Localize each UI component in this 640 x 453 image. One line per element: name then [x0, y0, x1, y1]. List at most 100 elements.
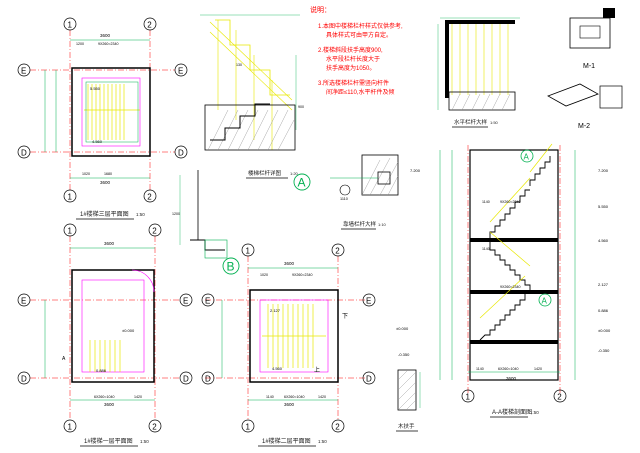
- axis-2-bottom: 2: [147, 193, 152, 202]
- metal-parts: M-1 M-2: [547, 8, 623, 130]
- axis-1-2f: 1: [246, 247, 251, 256]
- elev-350-left: -0.350: [398, 352, 410, 357]
- note-3: 3.所选楼梯栏杆需竖向杆件: [318, 79, 389, 87]
- axis-2-1f: 2: [152, 227, 157, 236]
- note-2: 2.楼梯斜段扶手高度900,: [318, 46, 383, 54]
- section-a-a: A A 7.200 ±0.000 -0.350 7.200 5.550 4.56…: [396, 143, 611, 418]
- dim-1020: 1020: [82, 172, 90, 176]
- scale-second-floor: 1:50: [318, 439, 327, 444]
- plan-second-floor: 2.127 4.560 上 下 3600 1020 9X260=2340 114…: [201, 243, 376, 447]
- axis-1-top: 1: [68, 21, 73, 30]
- dim-3600-section: 3600: [506, 376, 517, 381]
- dim-900: 900: [298, 105, 304, 109]
- elev-4560-right: 4.560: [598, 238, 609, 243]
- axis-1-1f-bottom: 1: [68, 423, 73, 432]
- note-3b: 间净距≤110,水平杆件及倾: [326, 88, 395, 96]
- axis-e-left: E: [21, 67, 26, 76]
- elev-4560: 4.560: [92, 139, 103, 144]
- axis-d-right: D: [178, 149, 184, 158]
- dim-3600-2f-bottom: 3600: [284, 402, 295, 407]
- scale-section: 1:50: [530, 410, 539, 415]
- dim-3600-2f: 3600: [284, 261, 295, 266]
- label-m1: M-1: [583, 63, 595, 70]
- section-marker-a-top: A: [524, 153, 530, 162]
- axis-d-1f-right: D: [183, 375, 189, 384]
- detail-marker-b: B: [227, 260, 235, 274]
- detail-b: 1200 B: [172, 170, 240, 275]
- label-m2: M-2: [578, 123, 590, 130]
- dim-3600-top: 3600: [100, 33, 111, 38]
- axis-d-1f: D: [21, 375, 27, 384]
- dim-9x260-section: 9X260=2340: [500, 200, 521, 204]
- axis-e-2f-right: E: [366, 297, 371, 306]
- title-second-floor: 1#楼梯二层平面图: [262, 437, 311, 445]
- dim-9x260-2f: 9X260=2340: [292, 273, 313, 277]
- axis-1-section: 1: [466, 393, 471, 402]
- axis-2-top: 2: [147, 21, 152, 30]
- title-railing-detail: 楼梯栏杆详图: [248, 169, 282, 177]
- elev-350-right: -0.350: [598, 348, 610, 353]
- notes-block: 说明： 1.本图中楼梯栏杆样式仅供参考, 具体样式可由甲方自定。 2.楼梯斜段扶…: [310, 5, 403, 96]
- detail-marker-a: A: [298, 176, 306, 190]
- dim-3600-1f: 3600: [104, 241, 115, 246]
- dim-9x260: 9X260=2340: [98, 42, 119, 46]
- axis-2-2f-bottom: 2: [335, 423, 340, 432]
- dim-1140-2f: 1140: [266, 395, 274, 399]
- dim-1680: 1680: [104, 172, 112, 176]
- dim-1020-2f: 1020: [260, 273, 268, 277]
- title-first-floor: 1#楼梯一层平面图: [84, 437, 133, 445]
- elev-7200-right: 7.200: [598, 168, 609, 173]
- title-section: A-A楼梯剖面图: [492, 408, 532, 416]
- scale-railing-detail: 1:20: [290, 171, 299, 176]
- title-wall-railing: 靠墙栏杆大样: [343, 220, 377, 228]
- railing-detail: 900 130 楼梯栏杆详图 1:20 A: [200, 14, 311, 191]
- note-2b: 水平段栏杆长度大于: [326, 55, 380, 63]
- section-marker-a-mid: A: [542, 297, 548, 306]
- note-1: 1.本图中楼梯栏杆样式仅供参考,: [318, 22, 403, 30]
- label-down: 下: [342, 313, 348, 320]
- handrail-detail: 水平栏杆大样 1:50: [437, 17, 520, 128]
- dim-1420-2f: 1420: [318, 395, 326, 399]
- axis-2-1f-bottom: 2: [152, 423, 157, 432]
- elev-2127-right: 2.127: [598, 282, 609, 287]
- scale-first-floor: 1:50: [140, 439, 149, 444]
- wall-railing-detail: 1110 靠墙栏杆大样 1:10: [330, 154, 399, 230]
- dim-3600-bottom: 3600: [100, 180, 111, 185]
- elev-0886-right: 0.886: [598, 308, 609, 313]
- dim-1140-bottom: 1140: [476, 367, 484, 371]
- elev-2127: 2.127: [270, 308, 281, 313]
- scale-third-floor: 1:50: [136, 212, 145, 217]
- dim-9x260-section-2: 9X260=2340: [500, 285, 521, 289]
- axis-1-1f: 1: [68, 227, 73, 236]
- title-third-floor: 1#楼梯三层平面图: [80, 210, 129, 218]
- section-a-1f: A: [62, 356, 66, 362]
- dim-1140-mid: 1140: [482, 247, 490, 251]
- elev-5550: 5.550: [90, 86, 101, 91]
- elev-4560-2f: 4.560: [272, 366, 283, 371]
- plan-third-floor: 3600 1200 9X260=2340 5.550 4.560 3600 10…: [17, 17, 188, 220]
- axis-d-left: D: [21, 149, 27, 158]
- dim-1200: 1200: [76, 42, 84, 46]
- axis-e-right: E: [178, 67, 183, 76]
- elev-0000: ±0.000: [122, 328, 135, 333]
- elev-7200-left: 7.200: [410, 168, 421, 173]
- axis-e-1f-right: E: [183, 297, 188, 306]
- dim-1420-section: 1420: [534, 367, 542, 371]
- axis-1-2f-bottom: 1: [246, 423, 251, 432]
- title-wood-handrail: 木扶手: [398, 422, 415, 430]
- dim-1420-1f: 1420: [134, 395, 142, 399]
- elev-0886-1f: 0.886: [96, 368, 107, 373]
- dim-130: 130: [236, 63, 242, 67]
- dim-3600-1f-bottom: 3600: [104, 402, 115, 407]
- axis-1-bottom: 1: [68, 193, 73, 202]
- elev-0000-left: ±0.000: [396, 326, 409, 331]
- plan-first-floor: ±0.000 0.886 3600 6X260=1040 1420 3600 A…: [17, 223, 193, 447]
- axis-2-2f: 2: [335, 247, 340, 256]
- axis-e-2f: E: [205, 297, 210, 306]
- dim-6x260-section: 6X260=1040: [498, 367, 519, 371]
- axis-d-2f: D: [205, 375, 211, 384]
- title-handrail-detail: 水平栏杆大样: [454, 118, 488, 126]
- axis-e-1f: E: [21, 297, 26, 306]
